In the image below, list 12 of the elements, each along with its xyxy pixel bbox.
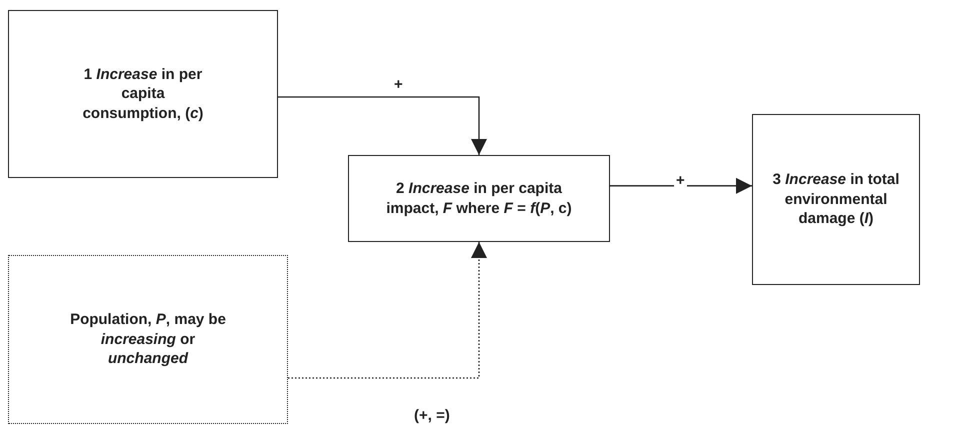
arrow	[278, 96, 487, 155]
process-box	[348, 155, 610, 242]
process-box	[8, 10, 278, 178]
edge-label: (+, =)	[412, 407, 452, 424]
box-text: 3 Increase in total environmental damage (I)	[772, 170, 900, 229]
process-box	[8, 255, 288, 424]
process-box	[752, 114, 920, 285]
box-text: 1 Increase in per capita consumption, (c)	[82, 64, 204, 124]
box-text: Population, P, may be increasing or unchanged	[69, 310, 227, 369]
arrow	[610, 178, 752, 194]
arrow	[288, 242, 487, 379]
box-text: 2 Increase in per capita impact, F where F = f(P, c)	[385, 179, 573, 218]
